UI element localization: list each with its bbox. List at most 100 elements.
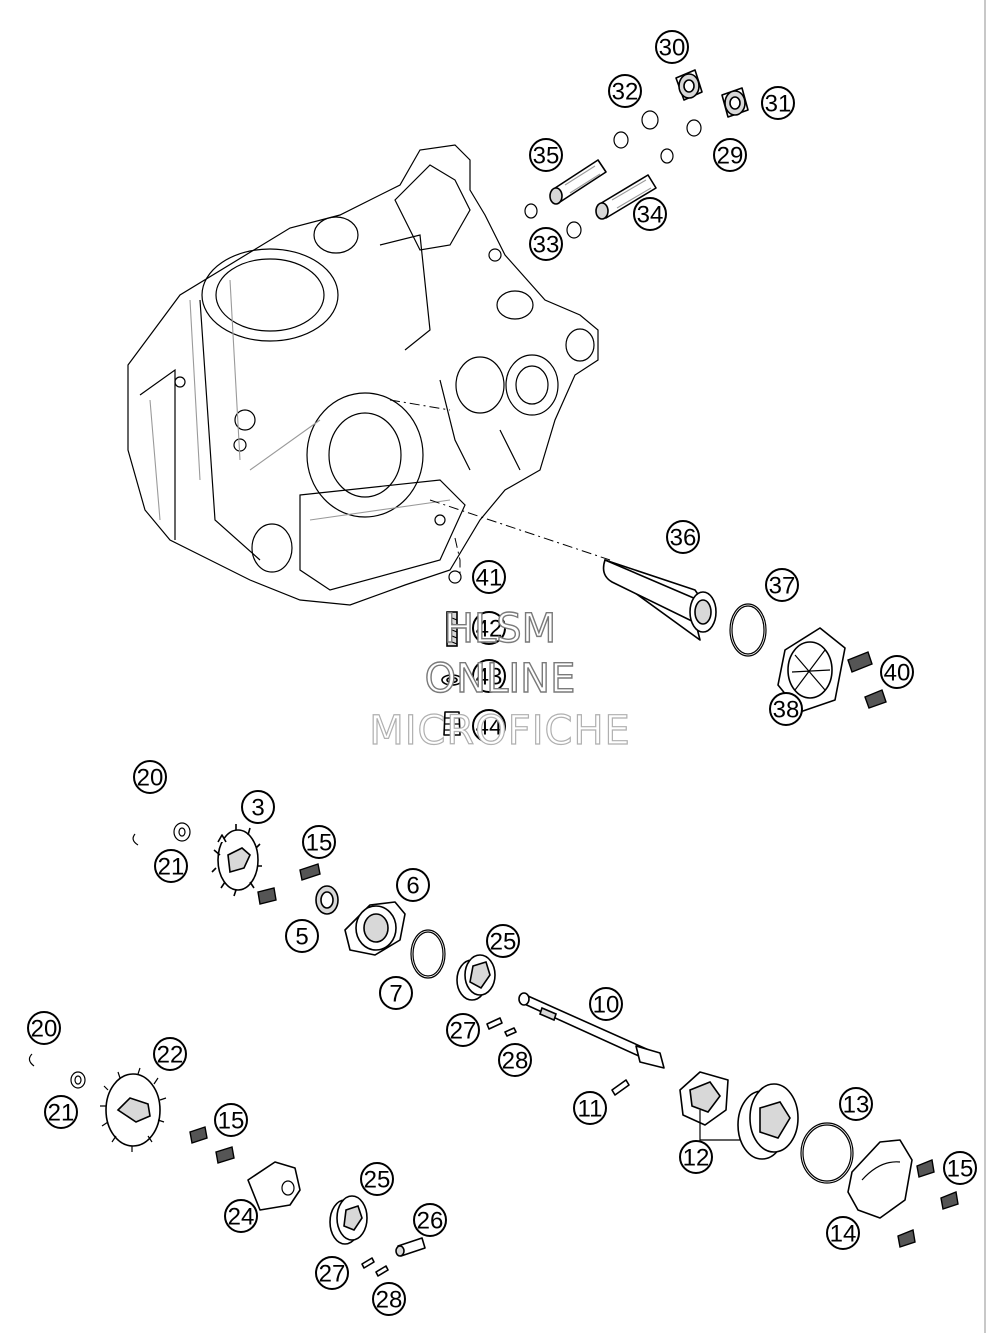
callout-circle (472, 611, 506, 645)
callout-label: 15 (947, 1156, 974, 1183)
callout-circle (679, 1140, 713, 1174)
callout-29: 29 (713, 138, 747, 172)
callout-circle (666, 520, 700, 554)
callout-21: 21 (154, 849, 188, 883)
scavenge-pump-group (28, 1053, 426, 1277)
callout-label: 32 (612, 79, 639, 106)
callout-42: 42 (472, 611, 506, 645)
callout-label: 15 (218, 1108, 245, 1135)
callout-label: 26 (417, 1208, 444, 1235)
callout-circle (529, 138, 563, 172)
screen-filters-group (524, 69, 749, 239)
callout-label: 13 (843, 1092, 870, 1119)
callout-43: 43 (472, 659, 506, 693)
callout-circle (446, 1013, 480, 1047)
callout-circle (472, 709, 506, 743)
callout-label: 34 (637, 202, 664, 229)
callout-circle (360, 1162, 394, 1196)
callout-13: 13 (839, 1087, 873, 1121)
callout-label: 40 (884, 660, 911, 687)
callout-28: 28 (498, 1043, 532, 1077)
callout-label: 5 (295, 924, 308, 951)
callout-12: 12 (679, 1140, 713, 1174)
callout-36: 36 (666, 520, 700, 554)
callout-44: 44 (472, 709, 506, 743)
callout-circle (839, 1087, 873, 1121)
callout-label: 43 (476, 664, 503, 691)
callout-31: 31 (761, 86, 795, 120)
callout-circle (713, 138, 747, 172)
callout-label: 29 (717, 143, 744, 170)
callout-circle (765, 568, 799, 602)
callout-label: 37 (769, 573, 796, 600)
callout-circle (826, 1216, 860, 1250)
callout-label: 36 (670, 525, 697, 552)
callout-circle (943, 1151, 977, 1185)
callout-33: 33 (529, 227, 563, 261)
callout-5: 5 (285, 919, 319, 953)
callout-circle (472, 560, 506, 594)
callout-15: 15 (943, 1151, 977, 1185)
callout-11: 11 (573, 1091, 607, 1125)
callout-circle (224, 1199, 258, 1233)
callout-label: 7 (389, 981, 402, 1008)
callout-circle (44, 1095, 78, 1129)
callout-circle (486, 924, 520, 958)
callout-label: 20 (31, 1016, 58, 1043)
callout-circle (573, 1091, 607, 1125)
callout-38: 38 (769, 692, 803, 726)
oil-filter-group (448, 559, 887, 713)
callout-label: 25 (490, 929, 517, 956)
callout-21: 21 (44, 1095, 78, 1129)
callout-7: 7 (379, 976, 413, 1010)
callout-14: 14 (826, 1216, 860, 1250)
callout-label: 38 (773, 697, 800, 724)
callout-30: 30 (655, 30, 689, 64)
callout-circle (214, 1103, 248, 1137)
callout-34: 34 (633, 197, 667, 231)
callout-circle (529, 227, 563, 261)
callout-label: 33 (533, 232, 560, 259)
callout-label: 27 (319, 1261, 346, 1288)
callout-circle (133, 760, 167, 794)
callout-15: 15 (214, 1103, 248, 1137)
callout-41: 41 (472, 560, 506, 594)
callout-label: 11 (578, 1096, 603, 1123)
callout-label: 21 (48, 1100, 75, 1127)
callout-circle (27, 1011, 61, 1045)
callout-label: 22 (157, 1042, 184, 1069)
callout-label: 44 (476, 714, 503, 741)
callout-10: 10 (589, 987, 623, 1021)
callout-3: 3 (241, 790, 275, 824)
callout-circle (285, 919, 319, 953)
callout-label: 6 (406, 873, 419, 900)
callout-20: 20 (27, 1011, 61, 1045)
callout-32: 32 (608, 74, 642, 108)
pump-shaft-group (486, 992, 665, 1096)
callout-6: 6 (396, 868, 430, 902)
callout-40: 40 (880, 655, 914, 689)
callout-label: 28 (376, 1287, 403, 1314)
callout-label: 14 (830, 1221, 857, 1248)
callout-label: 31 (765, 91, 792, 118)
callout-circle (379, 976, 413, 1010)
pressure-pump-group (132, 822, 496, 1001)
callout-25: 25 (486, 924, 520, 958)
callout-circle (498, 1043, 532, 1077)
callout-22: 22 (153, 1037, 187, 1071)
callout-circle (315, 1256, 349, 1290)
callout-15: 15 (302, 825, 336, 859)
callout-circle (302, 825, 336, 859)
engine-crankcase (127, 144, 599, 606)
callout-label: 41 (476, 565, 503, 592)
callout-circle (589, 987, 623, 1021)
callout-label: 3 (251, 795, 264, 822)
callout-label: 15 (306, 830, 333, 857)
callout-circle (241, 790, 275, 824)
callout-26: 26 (413, 1203, 447, 1237)
suction-pump-group (679, 1071, 959, 1248)
callout-circle (153, 1037, 187, 1071)
callout-label: 27 (450, 1018, 477, 1045)
callout-label: 30 (659, 35, 686, 62)
